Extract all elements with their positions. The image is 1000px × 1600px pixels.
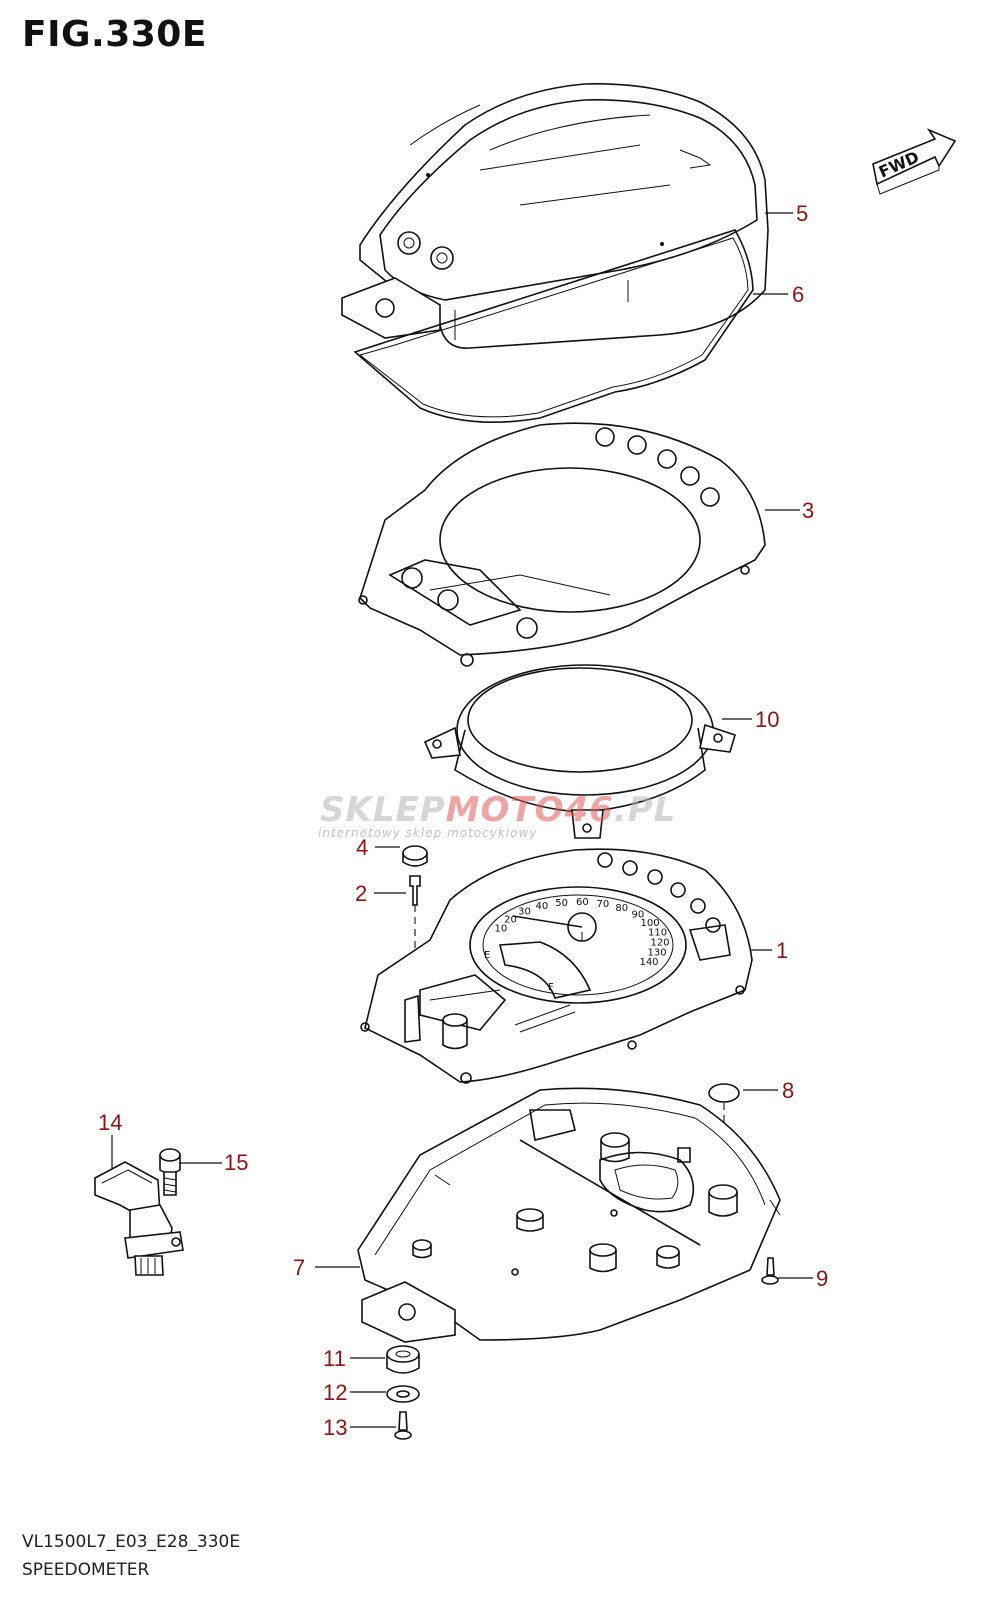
callout-3: 3 bbox=[802, 498, 814, 523]
dial-scale-label: 130 bbox=[648, 948, 667, 959]
dial-scale-label: 140 bbox=[639, 957, 658, 968]
dial-scale-label: 80 bbox=[615, 903, 628, 914]
dial-scale-label: 50 bbox=[555, 898, 568, 909]
callout-5: 5 bbox=[796, 201, 808, 226]
sensor-part-14 bbox=[94, 1161, 184, 1276]
nut-part-4 bbox=[402, 845, 428, 867]
callout-4: 4 bbox=[356, 835, 368, 860]
fuel-e-label: E bbox=[484, 950, 490, 961]
callout-7: 7 bbox=[293, 1255, 305, 1280]
screw-part-9 bbox=[761, 1257, 779, 1285]
cap-part-8 bbox=[708, 1083, 740, 1103]
dial-scale-label: 100 bbox=[641, 918, 660, 929]
watermark-tagline: internetowy sklep motocyklowy bbox=[318, 826, 538, 840]
fwd-arrow-icon: FWD bbox=[872, 128, 957, 195]
watermark-brand-red: MOTO46 bbox=[445, 790, 614, 830]
callout-10: 10 bbox=[755, 707, 779, 732]
dial-scale-label: 40 bbox=[536, 901, 549, 912]
bezel-frame-part-3 bbox=[358, 422, 766, 667]
dial-scale-label: 90 bbox=[632, 910, 645, 921]
footer-section-name: SPEEDOMETER bbox=[22, 1560, 150, 1580]
dial-scale-label: 120 bbox=[650, 938, 669, 949]
callout-15: 15 bbox=[224, 1150, 248, 1175]
callout-8: 8 bbox=[782, 1078, 794, 1103]
fuel-f-label: F bbox=[548, 982, 554, 993]
dial-scale-label: 60 bbox=[576, 897, 589, 908]
fwd-label: FWD bbox=[876, 147, 922, 181]
pin-part-2 bbox=[409, 875, 421, 906]
meter-assembly-part-1: E F bbox=[360, 848, 753, 1084]
watermark-brand-gray: SKLEP bbox=[320, 790, 446, 830]
callout-12: 12 bbox=[323, 1380, 347, 1405]
callout-6: 6 bbox=[792, 282, 804, 307]
footer-model-code: VL1500L7_E03_E28_330E bbox=[22, 1532, 241, 1552]
figure-title: FIG.330E bbox=[22, 14, 207, 55]
watermark-brand-suffix: .PL bbox=[613, 790, 677, 830]
gasket-part-6 bbox=[353, 229, 754, 424]
ring-part-10 bbox=[423, 664, 736, 839]
dial-scale-label: 70 bbox=[597, 899, 610, 910]
callout-11: 11 bbox=[323, 1346, 346, 1371]
screw-part-13 bbox=[394, 1411, 412, 1440]
dial-scale-label: 10 bbox=[495, 923, 508, 934]
dial-scale-label: 30 bbox=[518, 907, 531, 918]
dial-scale-label: 110 bbox=[648, 927, 667, 938]
upper-cover-part-5 bbox=[341, 83, 769, 349]
callout-1: 1 bbox=[776, 938, 788, 963]
watermark-logo: SKLEPMOTO46.PL bbox=[320, 790, 676, 830]
callout-2: 2 bbox=[355, 881, 367, 906]
callout-9: 9 bbox=[816, 1266, 828, 1291]
lower-case-part-7 bbox=[357, 1087, 781, 1343]
callout-14: 14 bbox=[98, 1110, 122, 1135]
bolt-part-15 bbox=[159, 1148, 181, 1196]
washer-part-12 bbox=[386, 1385, 420, 1403]
grommet-part-11 bbox=[386, 1345, 420, 1374]
dial-scale-label: 20 bbox=[504, 914, 517, 925]
callout-13: 13 bbox=[323, 1415, 347, 1440]
